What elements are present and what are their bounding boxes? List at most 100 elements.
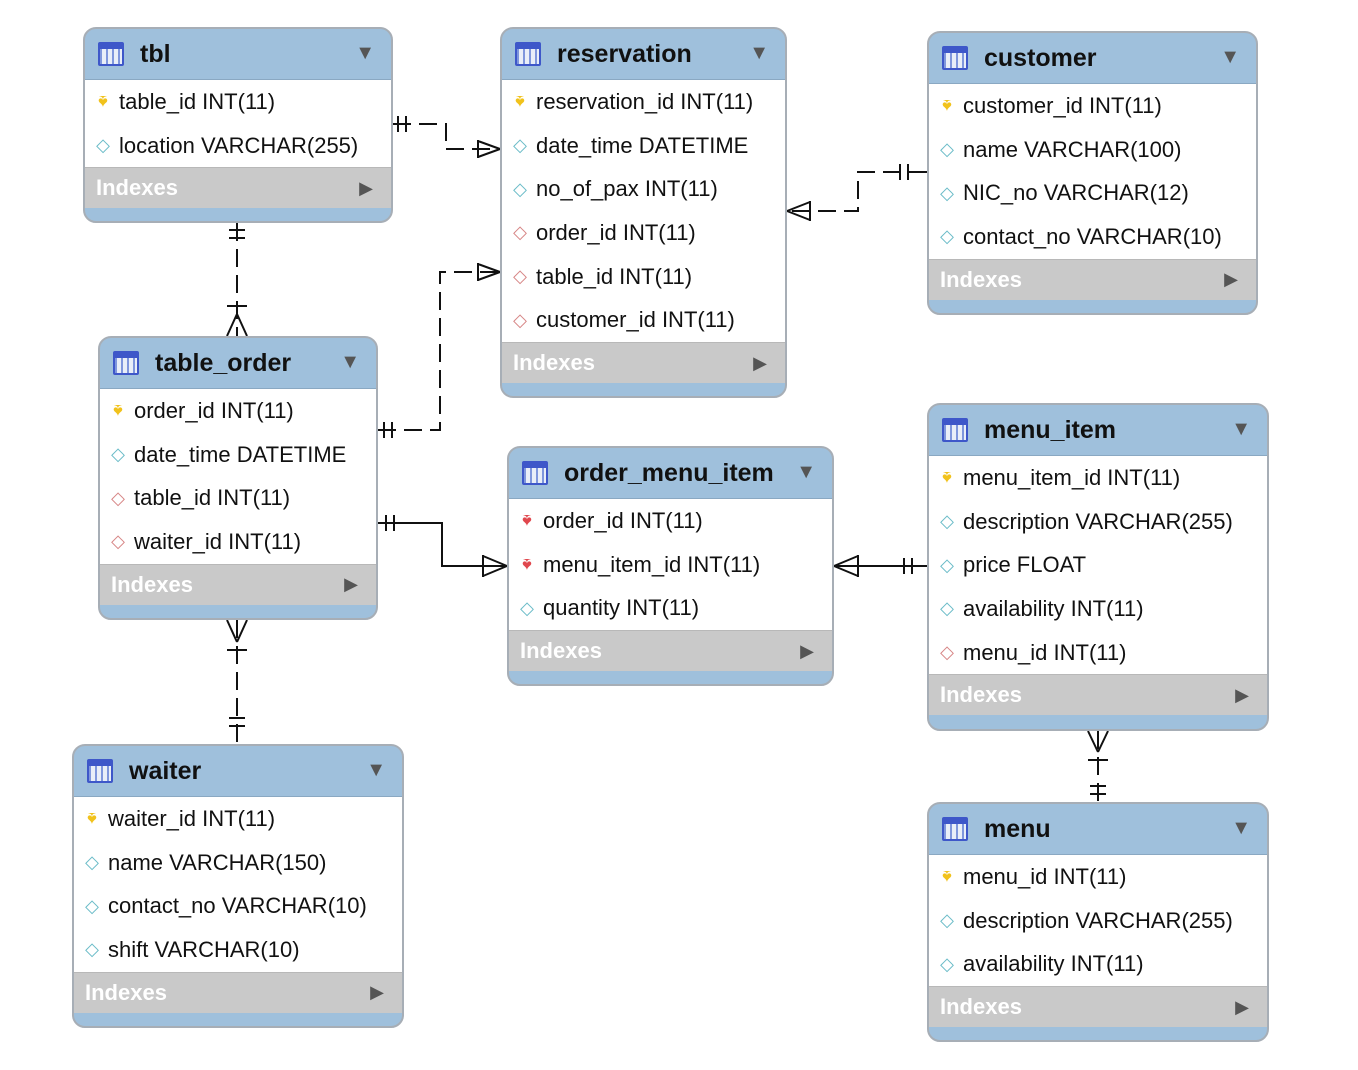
table-header[interactable]: order_menu_item ▼ bbox=[509, 448, 832, 498]
column-label: no_of_pax INT(11) bbox=[536, 176, 718, 202]
column-label: contact_no VARCHAR(10) bbox=[108, 893, 367, 919]
column-row[interactable]: ◇contact_no VARCHAR(10) bbox=[74, 884, 402, 928]
column-row[interactable]: ◇shift VARCHAR(10) bbox=[74, 928, 402, 972]
indexes-label: Indexes bbox=[85, 979, 167, 1005]
column-row[interactable]: ◇description VARCHAR(255) bbox=[929, 899, 1267, 943]
table-header[interactable]: customer ▼ bbox=[929, 33, 1256, 83]
column-icon: ◇ bbox=[940, 226, 954, 247]
collapse-icon[interactable]: ▼ bbox=[749, 42, 769, 64]
table-footer bbox=[74, 1013, 402, 1026]
indexes-section[interactable]: Indexes ▶ bbox=[929, 258, 1256, 300]
table-icon bbox=[942, 46, 968, 70]
table-reservation[interactable]: reservation ▼ ♠reservation_id INT(11)◇da… bbox=[500, 27, 787, 398]
table-menu[interactable]: menu ▼ ♠menu_id INT(11)◇description VARC… bbox=[927, 802, 1269, 1042]
column-row[interactable]: ♠order_id INT(11) bbox=[100, 389, 376, 433]
column-list: ♠waiter_id INT(11)◇name VARCHAR(150)◇con… bbox=[74, 796, 402, 972]
table-table-order[interactable]: table_order ▼ ♠order_id INT(11)◇date_tim… bbox=[98, 336, 378, 620]
indexes-section[interactable]: Indexes ▶ bbox=[929, 986, 1267, 1028]
column-row[interactable]: ◇description VARCHAR(255) bbox=[929, 500, 1267, 544]
table-menu-item[interactable]: menu_item ▼ ♠menu_item_id INT(11)◇descri… bbox=[927, 403, 1269, 731]
column-row[interactable]: ◇table_id INT(11) bbox=[100, 476, 376, 520]
table-header[interactable]: tbl ▼ bbox=[85, 29, 391, 79]
column-row[interactable]: ◇waiter_id INT(11) bbox=[100, 520, 376, 564]
indexes-section[interactable]: Indexes ▶ bbox=[100, 563, 376, 605]
expand-icon[interactable]: ▶ bbox=[370, 982, 384, 1003]
table-icon bbox=[113, 351, 139, 375]
column-row[interactable]: ◇table_id INT(11) bbox=[502, 255, 785, 299]
foreign-key-column-icon: ◇ bbox=[513, 222, 527, 243]
column-row[interactable]: ◇menu_id INT(11) bbox=[929, 631, 1267, 675]
column-row[interactable]: ♠reservation_id INT(11) bbox=[502, 80, 785, 124]
expand-icon[interactable]: ▶ bbox=[1224, 269, 1238, 290]
column-row[interactable]: ♠order_id INT(11) bbox=[509, 499, 832, 543]
collapse-icon[interactable]: ▼ bbox=[355, 42, 375, 64]
column-row[interactable]: ◇order_id INT(11) bbox=[502, 211, 785, 255]
column-row[interactable]: ♠waiter_id INT(11) bbox=[74, 797, 402, 841]
column-row[interactable]: ♠menu_id INT(11) bbox=[929, 855, 1267, 899]
column-row[interactable]: ◇NIC_no VARCHAR(12) bbox=[929, 171, 1256, 215]
column-row[interactable]: ♠table_id INT(11) bbox=[85, 80, 391, 124]
table-footer bbox=[502, 383, 785, 396]
column-row[interactable]: ♠menu_item_id INT(11) bbox=[509, 543, 832, 587]
expand-icon[interactable]: ▶ bbox=[1235, 996, 1249, 1017]
column-row[interactable]: ♠customer_id INT(11) bbox=[929, 84, 1256, 128]
column-row[interactable]: ◇location VARCHAR(255) bbox=[85, 124, 391, 168]
cardinality-mark bbox=[383, 422, 393, 438]
table-footer bbox=[929, 300, 1256, 313]
collapse-icon[interactable]: ▼ bbox=[340, 351, 360, 373]
expand-icon[interactable]: ▶ bbox=[359, 177, 373, 198]
column-label: contact_no VARCHAR(10) bbox=[963, 223, 1222, 249]
expand-icon[interactable]: ▶ bbox=[1235, 684, 1249, 705]
column-row[interactable]: ◇price FLOAT bbox=[929, 543, 1267, 587]
cardinality-mark bbox=[477, 263, 501, 281]
relationship-line-customer-reservation bbox=[787, 171, 927, 212]
expand-icon[interactable]: ▶ bbox=[800, 640, 814, 661]
column-label: order_id INT(11) bbox=[543, 507, 703, 533]
table-header[interactable]: menu_item ▼ bbox=[929, 405, 1267, 455]
column-row[interactable]: ◇customer_id INT(11) bbox=[502, 298, 785, 342]
indexes-section[interactable]: Indexes ▶ bbox=[929, 674, 1267, 716]
table-order-menu-item[interactable]: order_menu_item ▼ ♠order_id INT(11)♠menu… bbox=[507, 446, 834, 686]
expand-icon[interactable]: ▶ bbox=[344, 574, 358, 595]
indexes-section[interactable]: Indexes ▶ bbox=[74, 971, 402, 1013]
table-title: menu_item bbox=[984, 415, 1116, 444]
column-icon: ◇ bbox=[940, 910, 954, 931]
table-customer[interactable]: customer ▼ ♠customer_id INT(11)◇name VAR… bbox=[927, 31, 1258, 315]
table-title: customer bbox=[984, 43, 1097, 72]
collapse-icon[interactable]: ▼ bbox=[796, 461, 816, 483]
indexes-label: Indexes bbox=[513, 350, 595, 376]
table-header[interactable]: waiter ▼ bbox=[74, 746, 402, 796]
table-header[interactable]: table_order ▼ bbox=[100, 338, 376, 388]
column-label: date_time DATETIME bbox=[134, 441, 347, 467]
cardinality-mark bbox=[397, 116, 407, 132]
indexes-section[interactable]: Indexes ▶ bbox=[509, 630, 832, 672]
collapse-icon[interactable]: ▼ bbox=[1231, 817, 1251, 839]
column-row[interactable]: ◇quantity INT(11) bbox=[509, 586, 832, 630]
column-label: NIC_no VARCHAR(12) bbox=[963, 180, 1189, 206]
expand-icon[interactable]: ▶ bbox=[753, 352, 767, 373]
column-row[interactable]: ◇availability INT(11) bbox=[929, 587, 1267, 631]
table-footer bbox=[929, 1027, 1267, 1040]
table-waiter[interactable]: waiter ▼ ♠waiter_id INT(11)◇name VARCHAR… bbox=[72, 744, 404, 1028]
table-footer bbox=[85, 208, 391, 221]
column-row[interactable]: ◇ contact_no VARCHAR(10) bbox=[929, 215, 1256, 259]
collapse-icon[interactable]: ▼ bbox=[366, 759, 386, 781]
column-row[interactable]: ◇date_time DATETIME bbox=[502, 124, 785, 168]
table-tbl[interactable]: tbl ▼ ♠table_id INT(11)◇location VARCHAR… bbox=[83, 27, 393, 223]
table-header[interactable]: reservation ▼ bbox=[502, 29, 785, 79]
column-row[interactable]: ◇no_of_pax INT(11) bbox=[502, 167, 785, 211]
collapse-icon[interactable]: ▼ bbox=[1220, 46, 1240, 68]
cardinality-mark bbox=[899, 164, 909, 180]
indexes-section[interactable]: Indexes ▶ bbox=[85, 167, 391, 209]
collapse-icon[interactable]: ▼ bbox=[1231, 418, 1251, 440]
primary-key-icon: ♠ bbox=[942, 468, 952, 489]
indexes-section[interactable]: Indexes ▶ bbox=[502, 342, 785, 384]
table-header[interactable]: menu ▼ bbox=[929, 804, 1267, 854]
table-footer bbox=[100, 605, 376, 618]
column-row[interactable]: ◇name VARCHAR(150) bbox=[74, 841, 402, 885]
column-row[interactable]: ◇availability INT(11) bbox=[929, 942, 1267, 986]
column-row[interactable]: ◇name VARCHAR(100) bbox=[929, 128, 1256, 172]
column-row[interactable]: ◇date_time DATETIME bbox=[100, 433, 376, 477]
column-row[interactable]: ♠menu_item_id INT(11) bbox=[929, 456, 1267, 500]
foreign-key-column-icon: ◇ bbox=[111, 531, 125, 552]
